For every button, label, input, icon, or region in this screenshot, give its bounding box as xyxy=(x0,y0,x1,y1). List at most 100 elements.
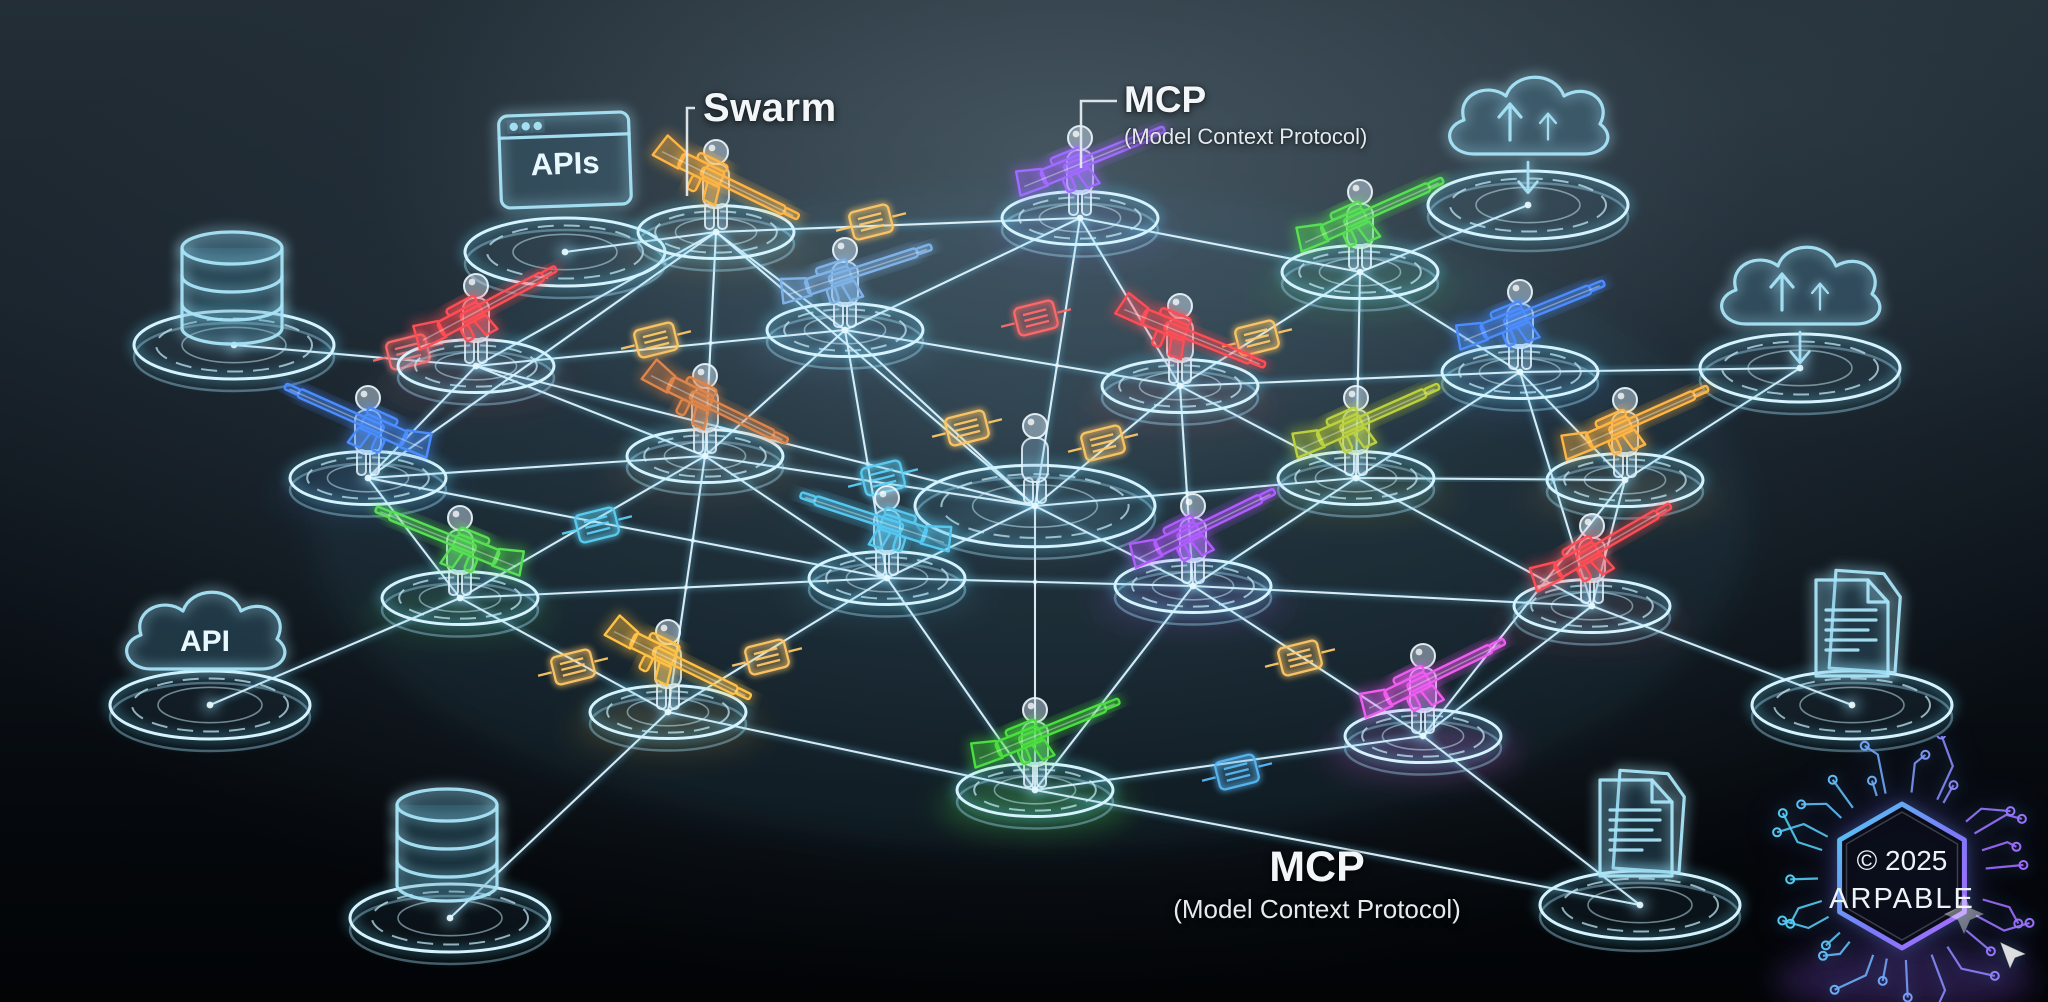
resource-cloud-sync-icon xyxy=(1696,243,1904,416)
resource-document-icon xyxy=(1536,766,1744,953)
resource-database-icon xyxy=(346,785,554,966)
svg-text:API: API xyxy=(180,625,230,658)
message-packet-icon xyxy=(847,457,919,499)
agent-rifle xyxy=(1013,123,1168,199)
message-packet-icon xyxy=(1221,317,1293,359)
agent-node xyxy=(586,612,754,752)
message-packet-icon xyxy=(561,504,633,546)
agent-rifle xyxy=(1293,174,1447,255)
agent-rifle xyxy=(649,132,802,223)
platform xyxy=(286,447,450,518)
agent-node xyxy=(763,237,935,370)
message-packet-icon xyxy=(931,407,1003,449)
platform xyxy=(1111,555,1275,626)
svg-text:APIs: APIs xyxy=(530,145,600,182)
platform xyxy=(953,759,1117,830)
platform xyxy=(1536,867,1744,953)
agent-node xyxy=(634,132,802,272)
agent-rifle xyxy=(281,380,435,461)
arpable-circuit-badge: © 2025 ARPABLE xyxy=(1772,736,2035,1002)
resource-database-icon xyxy=(130,228,338,393)
mcp-bottom-title: MCP xyxy=(1269,843,1365,891)
platform xyxy=(394,335,558,406)
agent-node xyxy=(281,380,450,518)
message-packet-icon xyxy=(1264,637,1336,679)
label-mcp-bottom: MCP (Model Context Protocol) xyxy=(1173,843,1461,925)
agent-node xyxy=(623,356,791,496)
message-packet-icon xyxy=(731,636,803,678)
platform xyxy=(378,567,542,638)
sparkle-icon xyxy=(1944,894,1984,934)
agent-rifle xyxy=(410,263,560,353)
agent-figure xyxy=(1021,413,1049,504)
mcp-top-subtitle: (Model Context Protocol) xyxy=(1124,123,1368,149)
message-packets xyxy=(372,201,1336,793)
label-mcp-top: MCP (Model Context Protocol) xyxy=(1124,79,1368,150)
agent-node xyxy=(911,413,1159,561)
circuit-traces xyxy=(1772,736,2035,1002)
message-packet-icon xyxy=(620,319,692,361)
agent-rifle xyxy=(1126,486,1278,571)
agent-node xyxy=(1098,290,1269,426)
agent-rifle xyxy=(968,695,1123,771)
agent-node xyxy=(797,485,969,618)
agent-node xyxy=(953,695,1123,830)
platform xyxy=(1274,447,1438,518)
message-packet-icon xyxy=(1000,297,1072,339)
message-packet-icon xyxy=(537,646,609,688)
platform xyxy=(106,667,314,753)
platform xyxy=(634,201,798,272)
cursor-icon xyxy=(1999,941,2028,971)
agent-rifle xyxy=(601,612,754,703)
platform xyxy=(805,547,969,618)
agent-rifle xyxy=(777,241,935,307)
message-packet-icon xyxy=(835,201,907,243)
label-leader-lines xyxy=(685,99,1117,196)
agent-rifle xyxy=(1289,380,1443,461)
hexagon-frame xyxy=(1837,801,1967,951)
agent-rifle xyxy=(638,356,791,447)
platform xyxy=(1098,355,1262,426)
agent-rifle xyxy=(797,489,955,555)
message-packet-icon xyxy=(1067,422,1139,464)
hexagon-inner-frame xyxy=(1845,811,1959,941)
agent-node xyxy=(1510,500,1675,646)
resource-browser-icon: APIs xyxy=(461,108,669,300)
platform xyxy=(998,187,1162,258)
agent-node xyxy=(1278,174,1447,312)
node-dots xyxy=(201,196,1861,927)
platform xyxy=(763,299,927,370)
mcp-top-title: MCP xyxy=(1124,79,1207,120)
platform xyxy=(1543,449,1707,520)
agent-rifle xyxy=(1453,277,1608,353)
platform xyxy=(911,461,1159,561)
agent-rifle xyxy=(1356,636,1508,721)
agent-rifle xyxy=(1526,500,1675,595)
platform xyxy=(1510,575,1674,646)
agent-node xyxy=(394,263,560,406)
platform xyxy=(1278,241,1442,312)
agent-node xyxy=(1274,380,1443,518)
resource-document-icon xyxy=(1748,566,1956,753)
platform xyxy=(1341,705,1505,776)
platform xyxy=(1438,341,1602,412)
agent-node xyxy=(1341,636,1508,776)
agents xyxy=(281,123,1712,830)
resource-cloud-icon: API xyxy=(106,588,314,753)
agent-node xyxy=(998,123,1168,258)
badge-brand-text: ARPABLE xyxy=(1829,883,1975,915)
agent-node xyxy=(1543,382,1712,520)
agent-rifle xyxy=(1558,382,1712,463)
platform xyxy=(623,425,787,496)
agent-rifle xyxy=(372,503,527,579)
agent-rifle xyxy=(1112,290,1269,371)
mcp-bottom-subtitle: (Model Context Protocol) xyxy=(1173,894,1461,925)
resource-cloud-sync-icon xyxy=(1424,73,1632,253)
badge-year-text: © 2025 xyxy=(1857,845,1948,876)
message-packet-icon xyxy=(1201,751,1273,793)
agent-node xyxy=(1438,277,1608,412)
agent-node xyxy=(1111,486,1278,626)
